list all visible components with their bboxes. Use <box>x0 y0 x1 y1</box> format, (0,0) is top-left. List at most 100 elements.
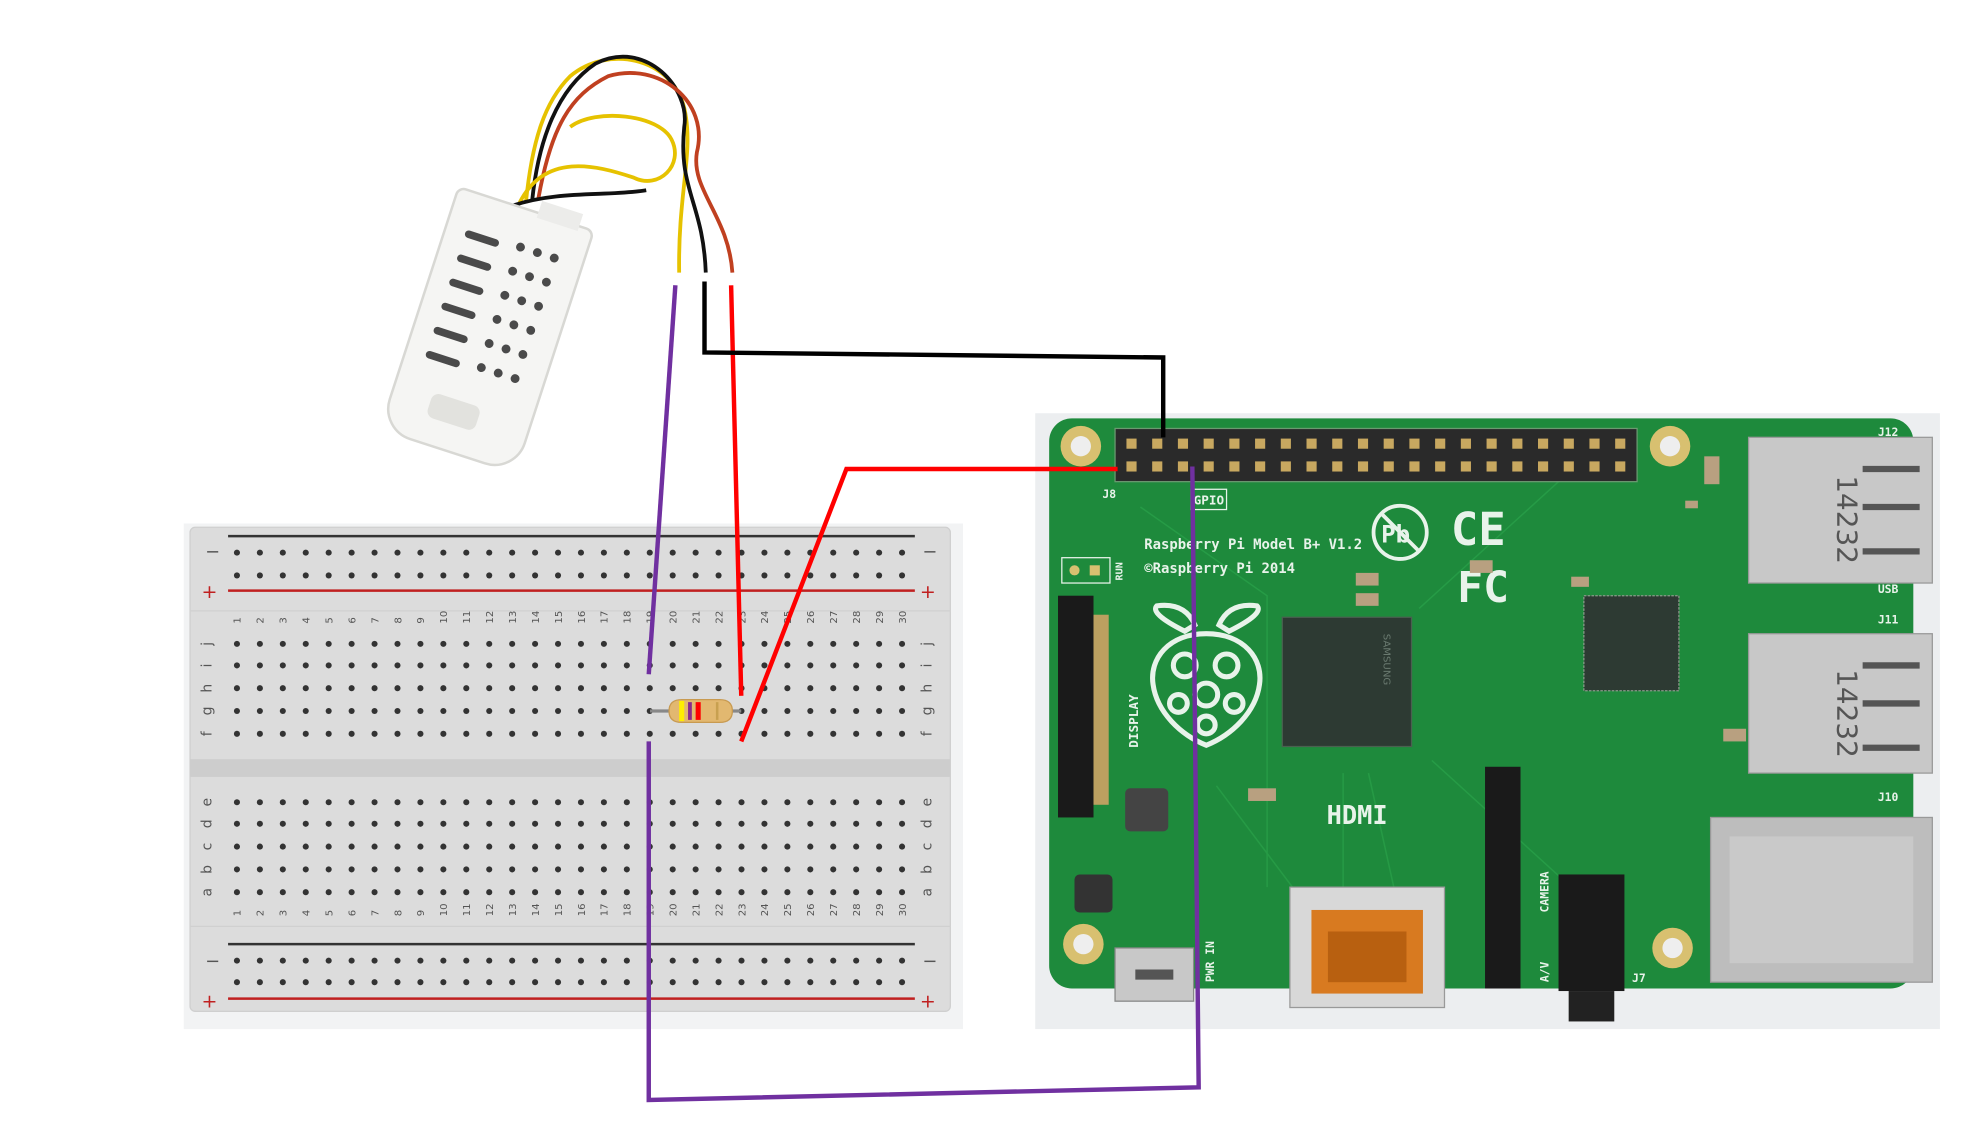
vent-hole <box>510 374 520 384</box>
vent-hole <box>541 277 551 287</box>
svg-text:Pb: Pb <box>1381 520 1410 548</box>
vent-hole <box>517 296 527 306</box>
breadboard-hole <box>256 640 263 647</box>
soc-chip <box>1281 616 1413 748</box>
breadboard-hole <box>417 820 424 827</box>
model-label: Raspberry Pi Model B+ V1.2 <box>1144 537 1362 553</box>
breadboard-hole <box>348 730 355 737</box>
row-letter: a <box>200 888 216 897</box>
breadboard-hole <box>302 685 309 692</box>
row-letter: d <box>200 819 216 828</box>
rail-hole <box>715 979 722 986</box>
breadboard-hole <box>876 866 883 873</box>
gpio-label: GPIO <box>1194 492 1225 507</box>
rail-hole <box>486 572 493 579</box>
breadboard-hole <box>600 685 607 692</box>
rail-plus-label: + <box>201 581 217 603</box>
rail-hole <box>325 572 332 579</box>
breadboard-hole <box>325 662 332 669</box>
breadboard-hole <box>807 640 814 647</box>
breadboard-hole <box>554 640 562 647</box>
rail-hole <box>325 979 332 986</box>
breadboard-hole <box>761 707 768 715</box>
gpio-pin <box>1615 438 1626 449</box>
breadboard-hole <box>532 730 539 737</box>
breadboard-hole <box>669 889 676 896</box>
breadboard-hole <box>899 866 906 873</box>
rail-hole <box>279 549 286 556</box>
rail-hole <box>371 979 378 986</box>
breadboard-hole <box>715 843 722 850</box>
column-number: 15 <box>554 611 565 624</box>
breadboard-hole <box>876 685 883 692</box>
column-number: 16 <box>577 903 588 916</box>
breadboard-hole <box>853 866 860 873</box>
column-number: 5 <box>324 910 335 916</box>
breadboard-hole <box>830 889 837 896</box>
breadboard-hole <box>830 820 837 827</box>
rail-plus-label: + <box>201 991 217 1013</box>
breadboard-hole <box>532 889 539 896</box>
breadboard-hole <box>876 843 883 850</box>
column-number: 29 <box>875 903 886 916</box>
rail-hole <box>279 572 286 579</box>
breadboard-hole <box>623 640 630 647</box>
breadboard-hole <box>669 866 676 873</box>
breadboard-hole <box>532 707 539 715</box>
copyright-label: ©Raspberry Pi 2014 <box>1144 561 1295 577</box>
column-number: 7 <box>370 910 381 916</box>
gpio-pin <box>1152 438 1163 449</box>
breadboard-hole <box>623 889 630 896</box>
breadboard-hole <box>761 820 768 827</box>
breadboard-hole <box>830 843 837 850</box>
micro-usb-port <box>1114 947 1195 1002</box>
breadboard-hole <box>761 640 768 647</box>
column-number: 1 <box>233 617 244 623</box>
rail-hole <box>256 549 263 556</box>
gpio-pin <box>1409 438 1420 449</box>
breadboard-hole <box>830 730 837 737</box>
breadboard-hole <box>440 730 447 737</box>
breadboard-hole <box>669 799 676 806</box>
breadboard-hole <box>807 662 814 669</box>
breadboard-hole <box>256 866 263 873</box>
column-number: 23 <box>737 611 748 624</box>
rail-hole <box>876 549 883 556</box>
breadboard-hole <box>486 707 493 715</box>
breadboard-hole <box>807 707 814 715</box>
breadboard-hole <box>509 820 516 827</box>
gpio-pin <box>1306 461 1317 472</box>
rail-hole <box>509 572 516 579</box>
breadboard-hole <box>853 707 860 715</box>
breadboard-hole <box>233 685 240 692</box>
rail-hole <box>279 957 286 964</box>
rail-hole <box>463 979 470 986</box>
breadboard-hole <box>646 730 653 737</box>
breadboard-hole <box>256 889 263 896</box>
breadboard-hole <box>577 730 585 737</box>
rail-hole <box>715 572 722 579</box>
breadboard-hole <box>256 820 263 827</box>
rail-hole <box>463 572 470 579</box>
rail-hole <box>532 572 539 579</box>
breadboard-hole <box>738 820 745 827</box>
column-number: 10 <box>439 903 450 916</box>
breadboard-hole <box>417 730 424 737</box>
breadboard-hole <box>876 707 883 715</box>
rail-hole <box>233 957 240 964</box>
breadboard-hole <box>440 662 447 669</box>
breadboard-hole <box>532 640 539 647</box>
column-number: 12 <box>485 611 496 624</box>
column-number: 29 <box>875 611 886 624</box>
row-letter: j <box>919 642 935 647</box>
breadboard-hole <box>417 889 424 896</box>
breadboard-hole <box>577 662 585 669</box>
breadboard-hole <box>371 843 378 850</box>
column-number: 14 <box>531 903 542 916</box>
rail-hole <box>761 572 768 579</box>
rail-hole <box>692 549 699 556</box>
rail-hole <box>623 957 630 964</box>
ground-wire <box>702 281 1166 438</box>
breadboard-hole <box>853 799 860 806</box>
breadboard-hole <box>784 662 791 669</box>
